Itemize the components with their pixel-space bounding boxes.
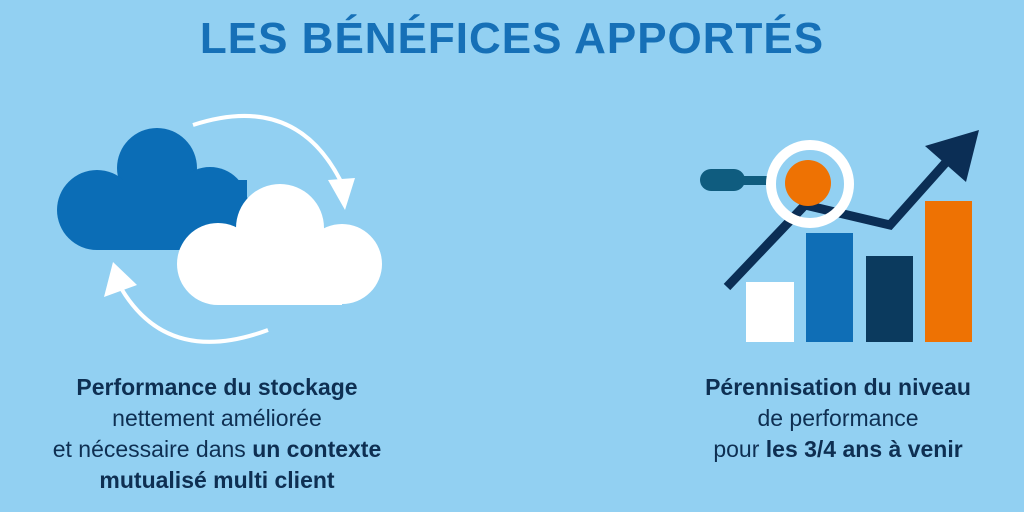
trend-line — [723, 157, 952, 291]
page-title: LES BÉNÉFICES APPORTÉS — [199, 14, 825, 63]
magnifier-lens — [766, 140, 854, 228]
dark-cloud — [57, 128, 248, 250]
heading-bold: Pérennisation du niveau — [705, 374, 971, 400]
text-bold: les 3/4 ans à venir — [765, 436, 963, 462]
text-line: de performance — [757, 405, 919, 431]
text-line: pour — [713, 436, 766, 462]
bar-white — [746, 282, 794, 342]
arrowhead-top — [328, 178, 355, 210]
heading-bold: Performance du stockage — [76, 374, 358, 400]
storage-performance-text: Performance du stockage nettement amélio… — [0, 372, 434, 496]
sync-arrow-top — [192, 113, 347, 191]
magnifier-dot — [785, 160, 831, 206]
magnifier-handle — [700, 169, 745, 191]
white-cloud — [177, 184, 382, 305]
growth-chart-icon — [700, 130, 979, 342]
trend-arrowhead — [925, 130, 979, 182]
bar-blue — [806, 233, 853, 342]
bar-orange — [925, 201, 972, 342]
text-line: et nécessaire dans — [52, 436, 253, 462]
text-bold: un contexte — [252, 436, 382, 462]
cloud-sync-icon — [57, 113, 382, 344]
sync-arrow-bottom — [112, 274, 269, 344]
arrowhead-bottom — [104, 262, 137, 297]
text-line: nettement améliorée — [112, 405, 322, 431]
performance-longevity-text: Pérennisation du niveau de performance p… — [640, 372, 1024, 465]
bar-navy — [866, 256, 913, 342]
text-bold: mutualisé multi client — [99, 467, 335, 493]
